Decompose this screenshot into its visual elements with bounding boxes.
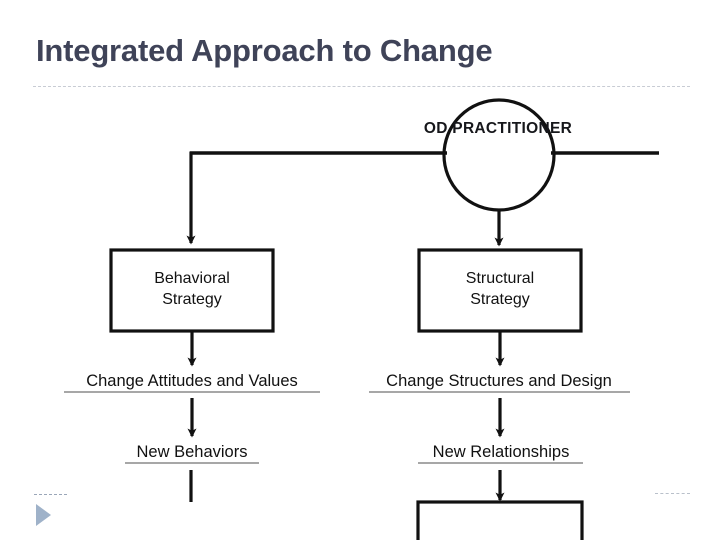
behavioral-strategy-label-line2: Strategy xyxy=(162,291,222,308)
behavioral-strategy-label: Behavioral Strategy xyxy=(111,268,273,310)
od-practitioner-circle xyxy=(442,98,556,212)
footer-divider-right xyxy=(655,493,690,494)
play-triangle-icon[interactable] xyxy=(36,504,51,526)
page-title: Integrated Approach to Change xyxy=(36,33,493,68)
change-structures-and-design-label: Change Structures and Design xyxy=(386,372,612,390)
structural-strategy-label-line2: Strategy xyxy=(470,291,530,308)
structural-strategy-label: Structural Strategy xyxy=(419,268,581,310)
structural-strategy-label-line1: Structural xyxy=(465,270,535,287)
od-practitioner-label: OD PRACTITIONER xyxy=(423,120,573,137)
bottom-clipped-box xyxy=(416,500,584,540)
change-attitudes-and-values-label: Change Attitudes and Values xyxy=(86,372,298,390)
behavioral-strategy-label-line1: Behavioral xyxy=(154,270,230,287)
new-behaviors-label: New Behaviors xyxy=(136,443,248,461)
header-divider xyxy=(33,86,690,87)
footer-divider-left xyxy=(34,494,67,495)
new-relationships-label: New Relationships xyxy=(432,443,570,461)
